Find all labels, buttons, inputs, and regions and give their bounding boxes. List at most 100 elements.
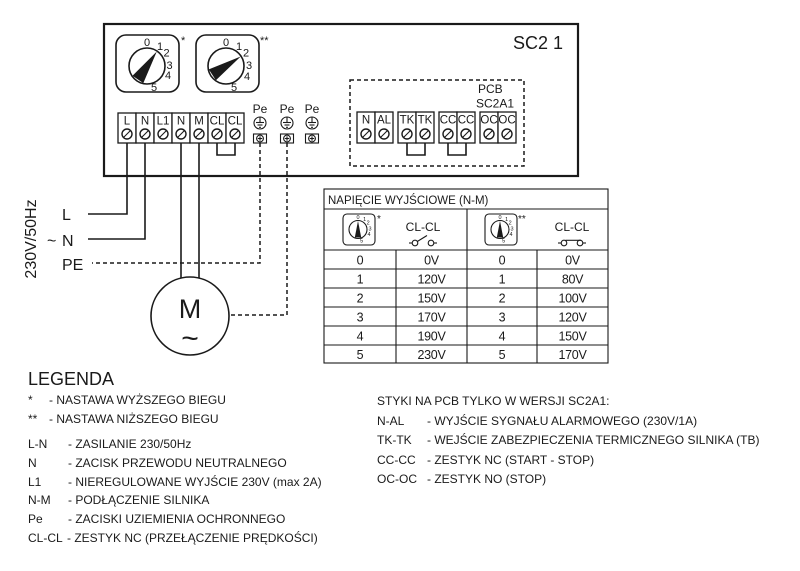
table-row: 2 150V 2 100V: [357, 292, 588, 306]
dial-mark: 5: [360, 238, 363, 244]
screw-terminal-icon: [304, 133, 320, 144]
table-cell: 3: [357, 311, 364, 325]
table-dial-icon: 0 1 2 3 4 5: [484, 213, 518, 246]
motor-label: M: [179, 294, 202, 324]
pcb-terminal-TK-2: TK: [415, 111, 435, 144]
dial-mark: 2: [367, 221, 370, 227]
pcb-terminal-TK-1: TK: [397, 111, 417, 144]
tk-jumper: [406, 143, 426, 156]
pe-terminal-1: Pe: [253, 102, 268, 144]
dial-mark: 1: [363, 217, 366, 223]
contact-label: CL-CL: [555, 220, 590, 234]
legend-symbol: N-AL: [377, 414, 405, 428]
pcb-terminal-CC-2: CC: [456, 111, 476, 144]
legend-description: - ZESTYK NC (START - STOP): [427, 453, 594, 467]
legend-title: LEGENDA: [28, 369, 114, 389]
terminal-L1: L1: [153, 112, 173, 144]
dial-mark: 1: [505, 217, 508, 223]
contact-label: CL-CL: [406, 220, 441, 234]
table-cell: 5: [357, 348, 364, 362]
pe-label: Pe: [305, 102, 320, 116]
legend-symbol: CL-CL: [28, 531, 63, 545]
pcb-version-label: SC2A1: [476, 97, 514, 111]
terminal-M: M: [189, 112, 209, 144]
dial-mark: 0: [144, 37, 150, 49]
legend-description: - WEJŚCIE ZABEZPIECZENIA TERMICZNEGO SIL…: [427, 432, 760, 447]
speed-dial-low: 0 1 2 3 4 5 **: [195, 34, 269, 94]
legend-symbol: OC-OC: [377, 472, 417, 486]
dial-frame: [115, 34, 180, 93]
legend-symbol: N: [28, 456, 37, 470]
pe-label: Pe: [253, 102, 268, 116]
motor-ac-symbol: ~: [181, 322, 199, 355]
terminal-label: L1: [157, 116, 170, 128]
ac-symbol: ~: [47, 233, 56, 250]
terminal-label: N: [141, 116, 149, 128]
dial-mark: 5: [151, 82, 157, 94]
table-dial-marker: **: [518, 214, 526, 225]
dial-frame: [195, 34, 260, 93]
dial-mark: 5: [231, 82, 237, 94]
cl-jumper: [216, 143, 236, 156]
supply-L-label: L: [62, 207, 71, 224]
ground-icon: [305, 116, 319, 130]
pcb-terminal-CC-1: CC: [438, 111, 458, 144]
dial-mark: 2: [163, 48, 169, 60]
terminal-label: OC: [498, 115, 515, 127]
dial-mark: 3: [510, 227, 513, 233]
table-cell: 0V: [565, 254, 581, 268]
legend-description: - NASTAWA WYŻSZEGO BIEGU: [49, 393, 226, 407]
table-row: 5 230V 5 170V: [357, 348, 588, 362]
terminal-label: AL: [377, 115, 392, 127]
pcb-outline: [349, 79, 525, 167]
legend-description: - PODŁĄCZENIE SILNIKA: [68, 493, 209, 507]
pcb-legend-title: STYKI NA PCB TYLKO W WERSJI SC2A1:: [377, 394, 610, 408]
terminal-label: TK: [400, 115, 415, 127]
dial-pointer: [132, 51, 157, 84]
pcb-section: PCB SC2A1 N AL TK TK CC: [349, 79, 525, 167]
terminal-label: N: [362, 115, 370, 127]
dial-pointer: [496, 220, 504, 238]
main-terminal-block: L N L1 N M CL: [117, 112, 245, 156]
legend: LEGENDA * - NASTAWA WYŻSZEGO BIEGU ** - …: [28, 369, 322, 545]
legend-description: - ZACISK PRZEWODU NEUTRALNEGO: [68, 456, 287, 470]
table-cell: 80V: [562, 273, 584, 287]
terminal-label: N: [177, 116, 185, 128]
table-cell: 5: [499, 348, 506, 362]
wire-PE-motor: [229, 143, 288, 316]
dial-mark: 4: [509, 232, 512, 238]
table-cell: 2: [357, 292, 364, 306]
terminal-CL-1: CL: [207, 112, 227, 144]
legend-description: - ZESTYK NC (PRZEŁĄCZENIE PRĘDKOŚCI): [67, 530, 318, 545]
dial-knob-icon: [128, 47, 166, 85]
dial-mark: 0: [356, 215, 359, 221]
model-label: SC2 1: [513, 33, 563, 53]
legend-symbol: **: [28, 412, 38, 426]
terminal-L: L: [117, 112, 137, 144]
legend-description: - NASTAWA NIŻSZEGO BIEGU: [49, 412, 219, 426]
wire-PE-supply: [92, 143, 261, 264]
voltage-table: NAPIĘCIE WYJŚCIOWE (N-M) 0 1 2 3 4 5 * C…: [323, 188, 609, 364]
terminal-CL-2: CL: [225, 112, 245, 144]
terminal-label: CL: [228, 116, 243, 128]
pcb-terminal-N: N: [356, 111, 376, 144]
dial-mark: 1: [157, 41, 163, 53]
terminal-label: M: [194, 116, 204, 128]
controller-housing: [102, 22, 580, 178]
pcb-terminal-OC-1: OC: [479, 111, 499, 144]
table-row: 0 0V 0 0V: [357, 254, 581, 268]
pe-label: Pe: [280, 102, 295, 116]
legend-symbol: L-N: [28, 437, 47, 451]
table-cell: 2: [499, 292, 506, 306]
table-row: 4 190V 4 150V: [357, 330, 588, 344]
terminal-label: CC: [440, 115, 457, 127]
legend-description: - ZACISKI UZIEMIENIA OCHRONNEGO: [68, 512, 285, 526]
dial-mark: 4: [165, 70, 171, 82]
table-cell: 1: [499, 273, 506, 287]
terminal-label: CL: [210, 116, 225, 128]
cc-jumper: [447, 143, 467, 156]
table-cell: 4: [499, 330, 506, 344]
legend-symbol: TK-TK: [377, 433, 412, 447]
dial-mark: 0: [498, 215, 501, 221]
dial-pointer: [208, 56, 241, 81]
